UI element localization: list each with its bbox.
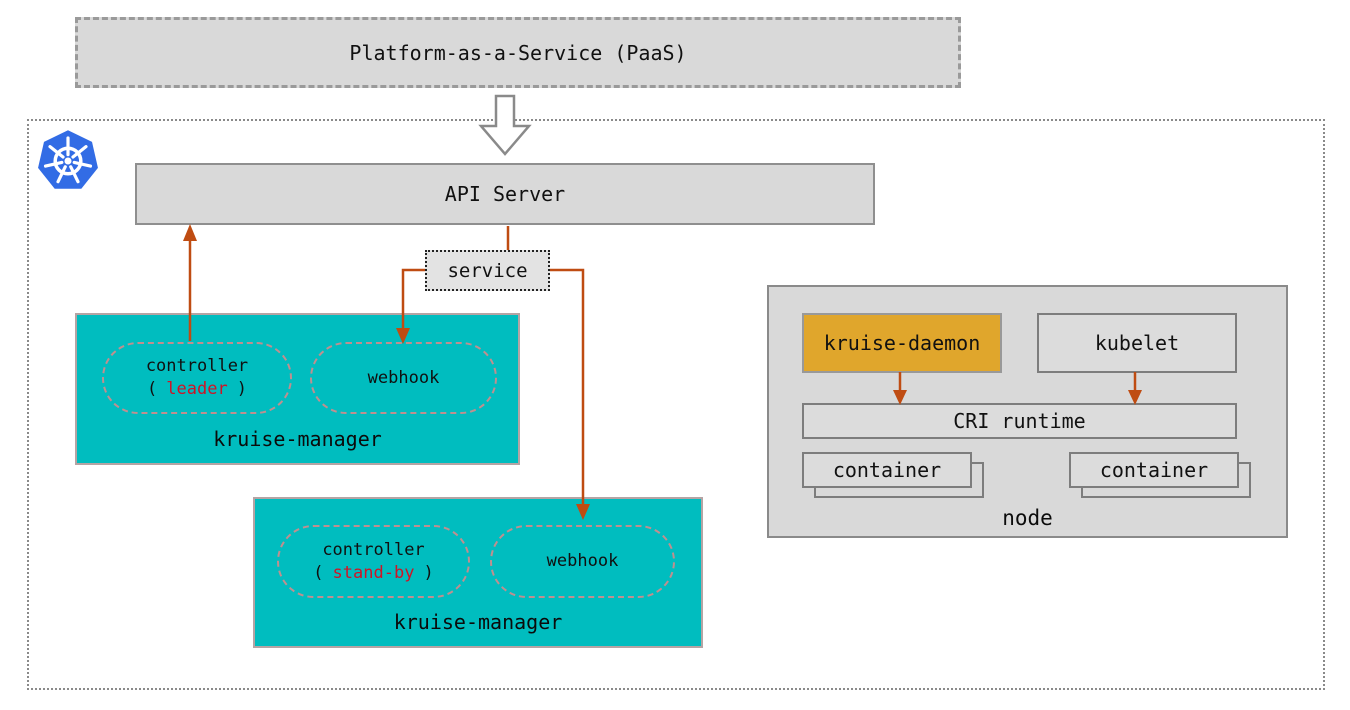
role-paren-close: ): [423, 562, 434, 583]
controller-leader-pill: controller ( leader ): [102, 342, 292, 414]
role-leader-label: leader: [166, 379, 228, 399]
kubernetes-cluster-boundary: [27, 119, 1325, 690]
controller-role: ( stand-by ): [313, 562, 433, 585]
role-paren-open: (: [147, 379, 158, 399]
service-box: service: [425, 250, 550, 291]
kubelet-box: kubelet: [1037, 313, 1237, 373]
node-box: kruise-daemon kubelet CRI runtime contai…: [767, 285, 1288, 538]
kruise-manager-leader-box: controller ( leader ) webhook kruise-man…: [75, 313, 520, 465]
controller-label: controller: [322, 539, 425, 560]
kruise-manager-title: kruise-manager: [213, 427, 382, 451]
container-box: container: [1069, 452, 1239, 488]
kruise-daemon-label: kruise-daemon: [823, 331, 981, 355]
role-standby-label: stand-by: [332, 562, 415, 583]
cri-runtime-label: CRI runtime: [953, 409, 1086, 433]
role-paren-open: (: [313, 562, 324, 583]
webhook-pill: webhook: [310, 342, 497, 414]
webhook-label: webhook: [367, 367, 440, 388]
service-label: service: [447, 259, 528, 282]
container-label: container: [1099, 458, 1209, 482]
paas-box: Platform-as-a-Service (PaaS): [75, 17, 961, 88]
kubelet-label: kubelet: [1094, 331, 1180, 355]
kruise-manager-title: kruise-manager: [393, 610, 563, 634]
kruise-daemon-box: kruise-daemon: [802, 313, 1002, 373]
controller-standby-pill: controller ( stand-by ): [277, 525, 470, 598]
container-box: container: [802, 452, 972, 488]
paas-label: Platform-as-a-Service (PaaS): [349, 40, 687, 65]
kubernetes-logo-icon: [38, 130, 98, 189]
node-title: node: [1002, 506, 1053, 530]
cri-runtime-box: CRI runtime: [802, 403, 1237, 439]
role-paren-close: ): [236, 379, 247, 399]
kruise-manager-standby-box: controller ( stand-by ) webhook kruise-m…: [253, 497, 703, 648]
controller-label: controller: [145, 356, 249, 377]
api-server-label: API Server: [444, 182, 566, 206]
container-stack-left: container: [802, 452, 985, 499]
webhook-pill: webhook: [490, 525, 675, 598]
container-label: container: [832, 458, 942, 482]
webhook-label: webhook: [546, 551, 619, 572]
controller-role: ( leader ): [147, 378, 247, 401]
api-server-box: API Server: [135, 163, 875, 225]
container-stack-right: container: [1069, 452, 1252, 499]
